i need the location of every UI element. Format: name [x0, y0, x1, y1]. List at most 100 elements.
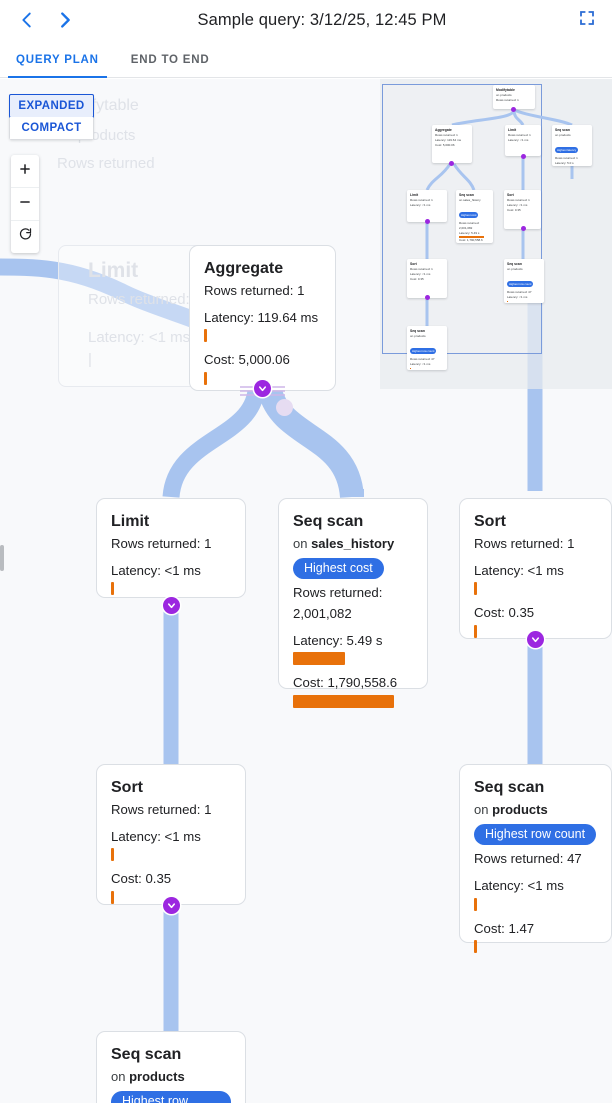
collapse-toggle-sort-right[interactable] — [527, 631, 544, 648]
collapse-toggle-limit[interactable] — [163, 597, 180, 614]
status-badge-highest-cost[interactable]: Highest cost — [293, 557, 384, 580]
status-badge-highest-row-count[interactable]: Highest row count — [474, 823, 597, 846]
minimap-tick-bar — [507, 300, 509, 303]
latency-bar — [204, 329, 207, 343]
node-cost: Cost: 1,790,558.6 — [293, 675, 398, 691]
minimap-node-line: Cost: 0.35 — [507, 207, 521, 212]
node-rows-returned: Rows returned: 1 — [204, 283, 305, 298]
node-seq-scan-sales-history[interactable]: Seq scan on sales_history Highest cost R… — [278, 498, 428, 709]
minimap-node-line: Rows returned: 47 — [507, 289, 532, 294]
tab-query-plan[interactable]: QUERY PLAN — [0, 54, 115, 78]
node-aggregate[interactable]: Aggregate Rows returned: 1 Latency: 119.… — [189, 245, 336, 391]
back-button[interactable] — [8, 1, 46, 39]
latency-bar — [474, 897, 477, 911]
ghost-limit-latency: Latency: <1 ms — [88, 329, 191, 346]
mode-expanded-button[interactable]: EXPANDED — [9, 94, 94, 118]
node-limit[interactable]: Limit Rows returned: 1 Latency: <1 ms — [96, 498, 246, 598]
ghost-root-rows: Rows returned — [57, 155, 155, 172]
minimap-node-line: Rows returned: 1 — [507, 198, 530, 203]
node-title: Seq scan — [111, 1046, 182, 1063]
minimap-node-line: Rows returned: 1 — [435, 133, 458, 138]
node-rows-returned-label: Rows returned: — [293, 585, 383, 601]
minimap-node-line: Rows returned: 1 — [410, 267, 433, 272]
plan-canvas[interactable]: Modifytable on products Rows returned Li… — [0, 79, 612, 1103]
node-cost: Cost: 0.35 — [111, 871, 172, 887]
zoom-out-button[interactable] — [11, 188, 39, 221]
node-table: on products — [111, 1067, 231, 1087]
minimap-node-title: Modifytable — [496, 88, 515, 92]
minimap-node-line: Cost: 1.47 — [507, 302, 541, 303]
ghost-limit-rows: Rows returned: 1 — [88, 291, 203, 308]
minimap-toggle — [521, 226, 526, 231]
latency-bar — [111, 582, 114, 596]
minimap-node-title: Aggregate — [435, 128, 452, 132]
status-badge-highest-row-count[interactable]: Highest row count — [111, 1090, 231, 1103]
vertical-scrollbar-handle[interactable] — [0, 545, 4, 571]
node-title: Sort — [474, 513, 506, 530]
minimap-node-title: Seq scan — [555, 128, 570, 132]
minimap-toggle — [425, 295, 430, 300]
fullscreen-button[interactable] — [570, 3, 604, 37]
node-latency: Latency: 5.49 s — [293, 632, 383, 648]
mode-compact-button[interactable]: COMPACT — [10, 117, 93, 139]
node-seq-scan-products-right[interactable]: Seq scan on products Highest row count R… — [459, 764, 612, 954]
latency-bar — [111, 848, 114, 862]
tab-end-to-end[interactable]: END TO END — [130, 54, 210, 66]
table-name: products — [129, 1069, 185, 1084]
minimap-node-title: Seq scan — [410, 329, 425, 333]
minimap-node-line: on sales_history — [459, 198, 481, 203]
minimap-node-line: Rows returned: 1 — [496, 97, 519, 102]
minimap-node-line: Rows returned: 1 — [508, 133, 531, 138]
minimap-node-title: Limit — [508, 128, 517, 132]
minimap-node-line: Latency: 5.49 s — [459, 230, 480, 235]
minimap-toggle — [511, 107, 516, 112]
minimap-node-line: on products — [507, 267, 523, 272]
ghost-limit-title: Limit — [88, 259, 139, 282]
minimap-node-line: Cost: 1,790,558.6 — [459, 237, 483, 242]
cost-bar — [474, 940, 477, 954]
node-sort-left[interactable]: Sort Rows returned: 1 Latency: <1 ms Cos… — [96, 764, 246, 905]
node-cost: Cost: 5,000.06 — [204, 352, 290, 368]
node-rows-returned-value: 2,001,082 — [293, 606, 352, 622]
node-rows-returned: Rows returned: 1 — [111, 802, 212, 817]
minimap-node-line: on products — [410, 334, 426, 339]
node-table: on sales_history — [293, 534, 413, 554]
node-cost: Cost: 1.47 — [474, 920, 535, 936]
node-latency: Latency: <1 ms — [474, 562, 564, 578]
node-seq-scan-products-bottom[interactable]: Seq scan on products Highest row count R… — [96, 1031, 246, 1103]
node-title: Seq scan — [474, 779, 545, 796]
node-latency: Latency: 119.64 ms — [204, 309, 319, 325]
cost-bar — [111, 891, 114, 905]
minimap-node-line: Latency: <1 ms — [508, 137, 529, 142]
node-rows-returned: Rows returned: 1 — [474, 536, 575, 551]
node-sort-right[interactable]: Sort Rows returned: 1 Latency: <1 ms Cos… — [459, 498, 612, 639]
on-prefix: on — [111, 1069, 130, 1084]
reset-view-button[interactable] — [11, 221, 39, 253]
zoom-controls[interactable] — [11, 155, 39, 253]
forward-button[interactable] — [46, 1, 84, 39]
node-rows-returned: Rows returned: 47 — [474, 851, 582, 867]
node-latency: Latency: <1 ms — [111, 828, 201, 844]
display-mode-switch[interactable]: EXPANDED COMPACT — [9, 94, 94, 140]
minimap-node-line: Latency: 5.0 s — [555, 160, 574, 165]
collapse-toggle-sort-left[interactable] — [163, 897, 180, 914]
collapse-toggle-aggregate[interactable] — [254, 380, 271, 397]
node-title: Aggregate — [204, 260, 284, 277]
cost-bar — [474, 625, 477, 639]
zoom-in-button[interactable] — [11, 155, 39, 188]
minimap-node-line: Latency: 119.64 ms — [435, 137, 461, 142]
on-prefix: on — [474, 802, 493, 817]
table-name: sales_history — [311, 536, 395, 551]
minimap-node-title: Seq scan — [507, 262, 522, 266]
minimap-toggle — [449, 161, 454, 166]
minimap-node-line: Latency: <1 ms — [507, 294, 528, 299]
minimap-tick-bar — [410, 367, 412, 370]
latency-bar — [293, 652, 345, 666]
